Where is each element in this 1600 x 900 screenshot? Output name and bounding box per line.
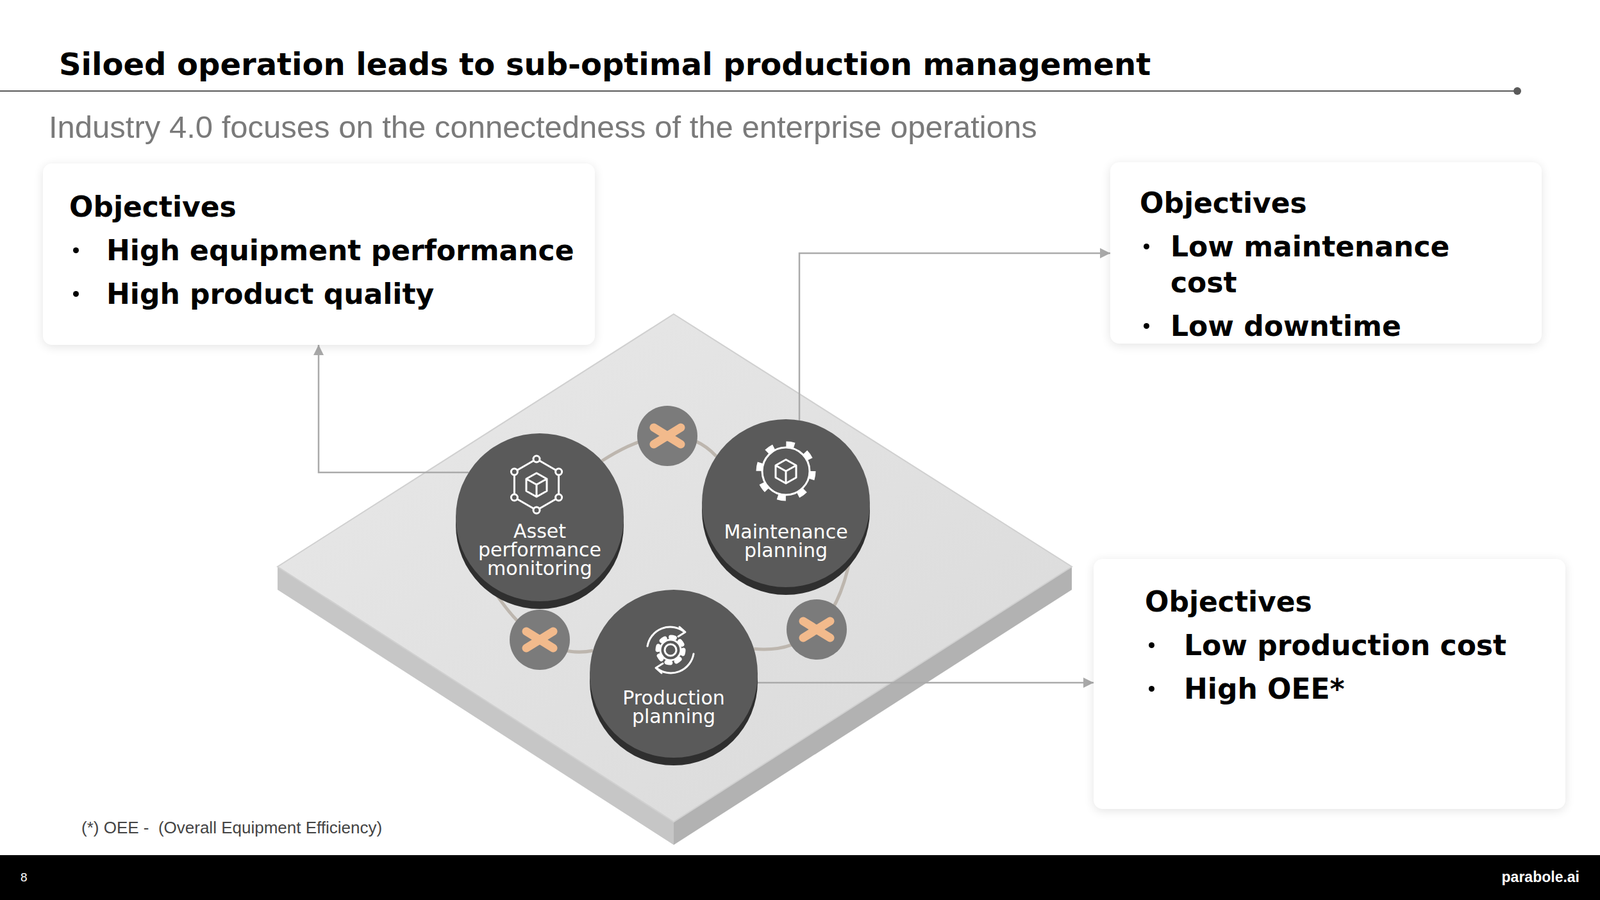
bullet-dot [1143,243,1150,250]
bullet-item: High product quality [69,276,595,313]
process-circle: Maintenance planning [701,419,870,588]
broken-link-mark [509,609,570,670]
bullet-item: Low downtime [1139,308,1542,345]
bullet-item: Low production cost [1144,627,1566,664]
asset-icon [510,455,562,514]
bullet-dot [1148,642,1155,649]
objectives-box: ObjectivesLow production costHigh OEE* [1093,558,1566,809]
objectives-box: ObjectivesLow maintenance costLow downti… [1110,162,1542,344]
bullet-dot [73,247,79,254]
bullet-item: High OEE* [1144,671,1566,708]
bullet-text: High equipment performance [106,232,595,269]
bullet-dot [73,291,79,297]
title-rule [0,90,1518,92]
ring-connector [601,435,717,461]
leader-line [757,682,1094,684]
footnote: (*) OEE - (Overall Equipment Efficiency) [81,819,383,836]
bullet-dot [1143,323,1150,329]
box-heading: Objectives [69,189,595,225]
broken-link-mark [637,405,698,467]
bullet-text: Low production cost [1183,627,1566,664]
bullet-item: High equipment performance [69,232,595,269]
bullet-item: Low maintenance cost [1139,228,1542,301]
platform-top [277,314,1072,822]
production-icon [647,626,694,674]
leader-line [799,253,1111,421]
slide-title: Siloed operation leads to sub-optimal pr… [58,48,1151,80]
box-heading: Objectives [1144,583,1566,620]
leader-line [318,344,469,473]
process-circle: Production planning [589,589,758,758]
bullet-text: Low downtime [1170,308,1492,345]
circle-label: Production planning [606,688,742,726]
bullet-text: High OEE* [1183,671,1566,708]
subtitle: Industry 4.0 focuses on the connectednes… [48,111,1038,143]
circle-label: Asset performance monitoring [472,521,608,578]
footer-bar [0,855,1600,900]
bullet-text: High product quality [106,276,595,313]
box-heading: Objectives [1139,185,1542,222]
broken-link-mark [786,599,847,660]
objectives-box: ObjectivesHigh equipment performanceHigh… [42,163,595,345]
bullet-dot [1148,685,1155,692]
title-rule-dot [1513,87,1522,95]
process-circle: Asset performance monitoring [455,433,624,602]
bullet-text: Low maintenance cost [1170,228,1492,301]
gear-icon [758,444,813,499]
circle-label: Maintenance planning [718,522,854,560]
